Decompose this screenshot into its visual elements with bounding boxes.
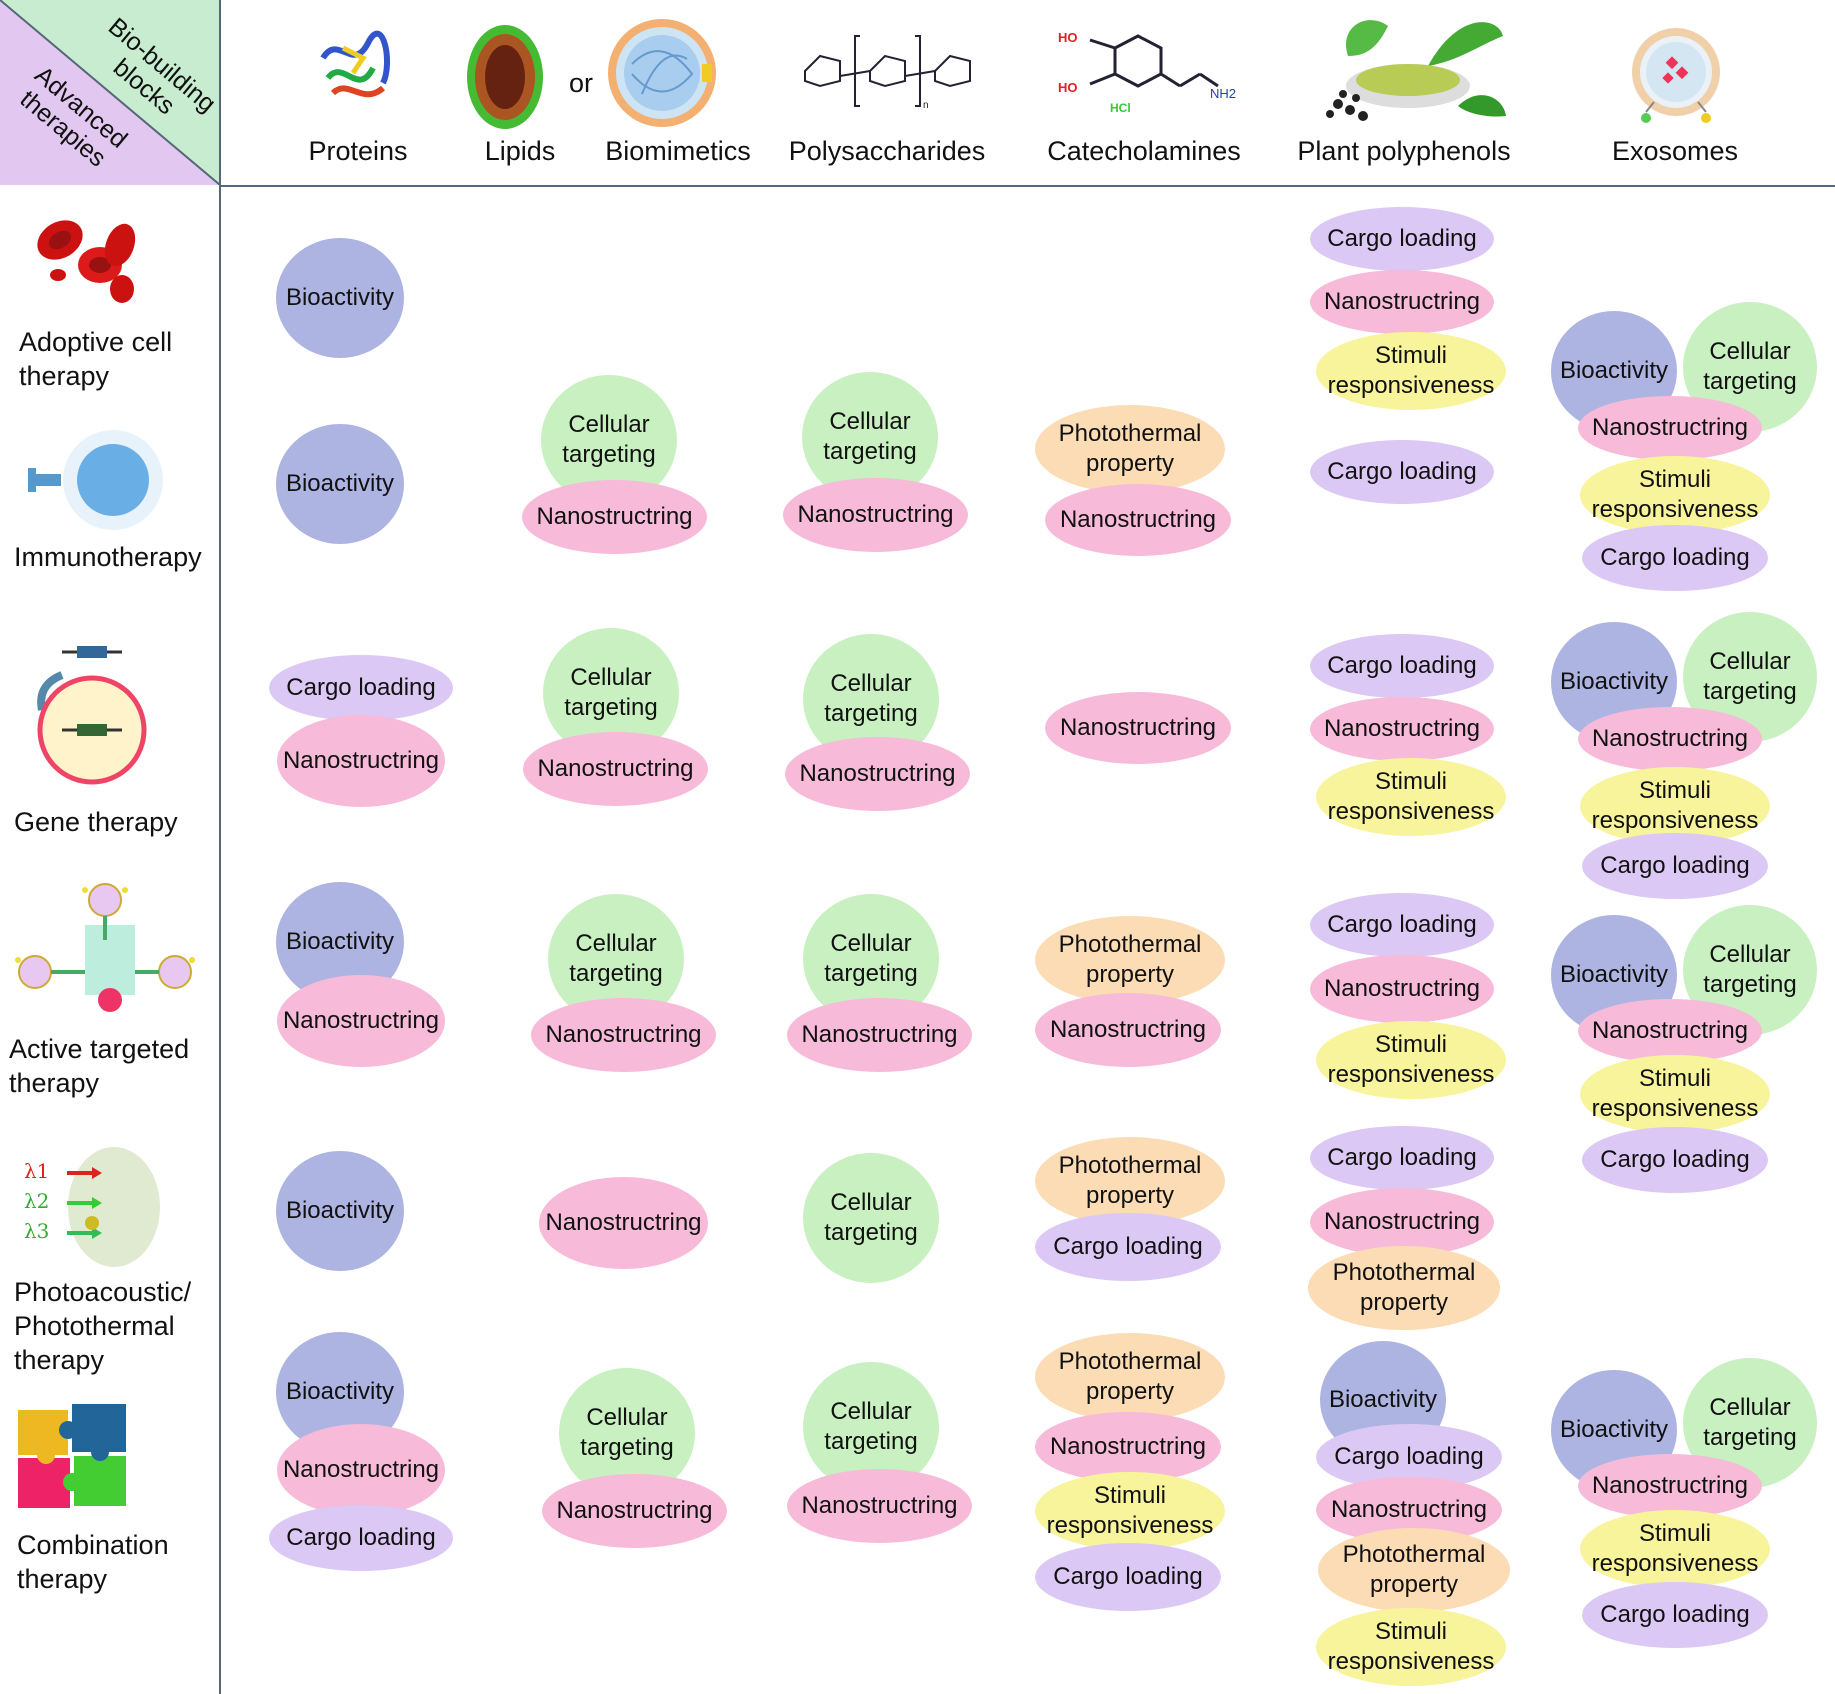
- blob-nanostructring: Nanostructring: [787, 1469, 972, 1543]
- exosome-icon: [1632, 28, 1720, 123]
- light-label-2: λ2: [24, 1189, 49, 1213]
- row-label-photoacoustic-photothermal-therapy: Photoacoustic/ Photothermal therapy: [14, 1277, 192, 1375]
- red-blood-cells-icon: [37, 220, 136, 303]
- blob-cargo-loading: Cargo loading: [1582, 525, 1768, 591]
- structure-ho-2: HO: [1058, 80, 1078, 95]
- or-text: or: [569, 68, 594, 98]
- gene-cell-icon: [37, 646, 147, 785]
- light-wavelength-icon: λ1 λ2 λ3: [24, 1147, 160, 1267]
- blob-cargo-loading: Cargo loading: [1582, 1127, 1768, 1193]
- protein-icon: [320, 30, 391, 98]
- blob-cargo-loading: Cargo loading: [1035, 1213, 1221, 1281]
- blob-nanostructring: Nanostructring: [539, 1177, 708, 1269]
- blob-cargo-loading: Cargo loading: [1310, 440, 1494, 504]
- blob-nanostructring: Nanostructring: [1578, 1454, 1762, 1518]
- blob-nanostructring: Nanostructring: [1310, 955, 1494, 1023]
- puzzle-icon: [18, 1404, 126, 1508]
- column-label-biomimetics: Biomimetics: [605, 136, 751, 166]
- targeted-nanoparticle-icon: [15, 883, 195, 1012]
- column-label-polysaccharides: Polysaccharides: [788, 136, 986, 166]
- horizontal-divider: [219, 185, 1835, 187]
- blob-nanostructring: Nanostructring: [1310, 1188, 1494, 1256]
- light-label-3: λ3: [24, 1219, 49, 1243]
- blob-nanostructring: Nanostructring: [1035, 993, 1221, 1067]
- blob-bioactivity: Bioactivity: [276, 424, 404, 544]
- blob-nanostructring: Nanostructring: [1045, 484, 1231, 556]
- blob-nanostructring: Nanostructring: [522, 480, 707, 554]
- blob-nanostructring: Nanostructring: [1578, 999, 1762, 1063]
- blob-nanostructring: Nanostructring: [277, 975, 445, 1067]
- blob-nanostructring: Nanostructring: [783, 478, 968, 552]
- blob-nanostructring: Nanostructring: [785, 737, 970, 811]
- light-label-1: λ1: [24, 1159, 49, 1183]
- blob-nanostructring: Nanostructring: [542, 1474, 727, 1548]
- column-label-exosomes: Exosomes: [1611, 136, 1739, 166]
- immune-cell-icon: [28, 430, 163, 530]
- row-label-combination-therapy: Combination therapy: [17, 1530, 169, 1594]
- blob-cargo-loading: Cargo loading: [1582, 833, 1768, 899]
- blob-bioactivity: Bioactivity: [276, 1151, 404, 1271]
- blob-nanostructring: Nanostructring: [1310, 697, 1494, 761]
- structure-nh2: NH2: [1210, 86, 1236, 101]
- blob-cargo-loading: Cargo loading: [269, 1505, 453, 1571]
- blob-nanostructring: Nanostructring: [531, 998, 716, 1072]
- column-label-proteins: Proteins: [308, 136, 408, 166]
- lipid-icon: [467, 25, 543, 129]
- blob-cargo-loading: Cargo loading: [1310, 207, 1494, 271]
- header: Bio-building blocks Advanced therapies o…: [0, 0, 1835, 190]
- blob-cargo-loading: Cargo loading: [1310, 1126, 1494, 1190]
- blob-cargo-loading: Cargo loading: [1582, 1582, 1768, 1648]
- corner-cell: Bio-building blocks Advanced therapies: [0, 0, 222, 187]
- corner-diagonal: [0, 0, 221, 186]
- catecholamine-icon: HO HO HCl NH2: [1058, 30, 1236, 115]
- blob-nanostructring: Nanostructring: [1035, 1412, 1221, 1482]
- blob-nanostructring: Nanostructring: [1045, 692, 1231, 764]
- structure-n: n: [923, 100, 929, 111]
- column-label-catecholamines: Catecholamines: [1047, 136, 1241, 166]
- blob-bioactivity: Bioactivity: [276, 238, 404, 358]
- biomimetic-icon: [608, 19, 716, 127]
- structure-hcl: HCl: [1110, 101, 1131, 115]
- blob-cargo-loading: Cargo loading: [1035, 1543, 1221, 1611]
- row-label-adoptive-cell-therapy: Adoptive cell therapy: [19, 327, 173, 391]
- blob-nanostructring: Nanostructring: [277, 1424, 445, 1516]
- blob-nanostructring: Nanostructring: [277, 715, 445, 807]
- column-label-lipids: Lipids: [484, 136, 556, 166]
- blob-nanostructring: Nanostructring: [1578, 707, 1762, 771]
- column-label-plant-polyphenols: Plant polyphenols: [1297, 136, 1511, 166]
- blob-nanostructring: Nanostructring: [787, 998, 972, 1072]
- blob-nanostructring: Nanostructring: [523, 732, 708, 806]
- blob-cargo-loading: Cargo loading: [1310, 634, 1494, 698]
- row-label-active-targeted-therapy: Active targeted therapy: [9, 1034, 190, 1098]
- blob-nanostructring: Nanostructring: [1578, 396, 1762, 460]
- vertical-divider: [219, 0, 221, 1694]
- plant-polyphenol-icon: [1326, 20, 1506, 121]
- blob-cargo-loading: Cargo loading: [269, 655, 453, 721]
- blob-nanostructring: Nanostructring: [1310, 270, 1494, 334]
- blob-cargo-loading: Cargo loading: [1310, 893, 1494, 957]
- polysaccharide-icon: n: [804, 35, 971, 111]
- row-label-immunotherapy: Immunotherapy: [14, 542, 202, 572]
- row-label-gene-therapy: Gene therapy: [14, 807, 178, 837]
- structure-ho-1: HO: [1058, 30, 1078, 45]
